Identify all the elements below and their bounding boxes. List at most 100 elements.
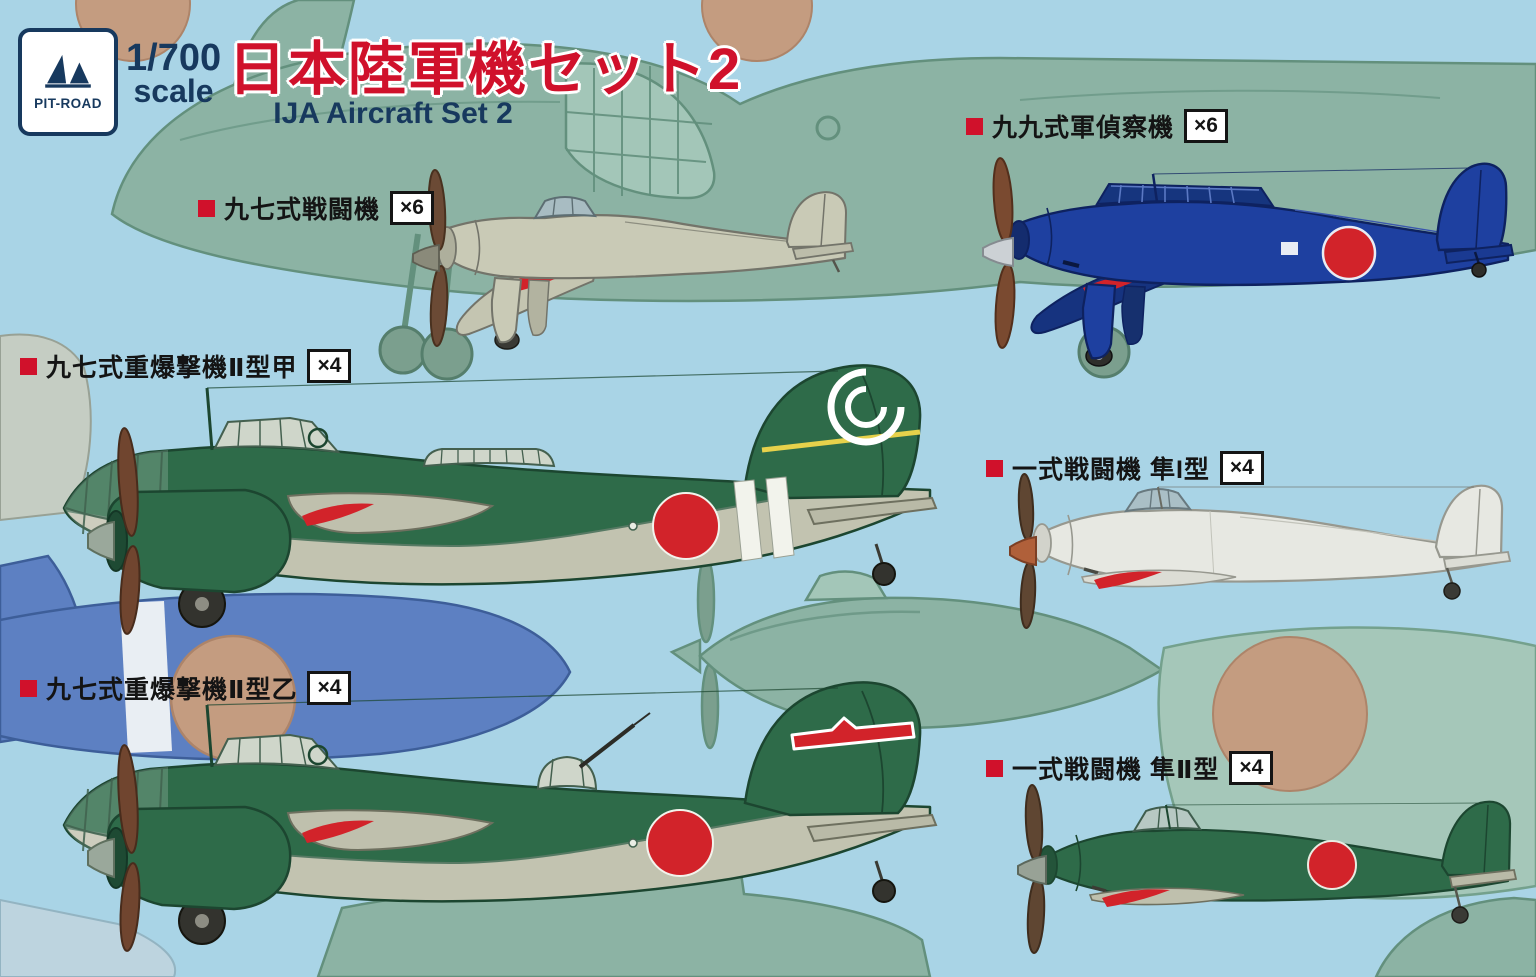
count-badge: ×4: [307, 670, 352, 706]
landing-gear-near: [490, 276, 523, 350]
fuselage: [1032, 508, 1502, 583]
ki21-type97-bomber-ko-art: [62, 364, 938, 635]
fuselage-hinomaru: [646, 809, 714, 877]
tail-fin: [1435, 162, 1508, 252]
label-type99-recon: 九九式軍偵察機 ×6: [966, 108, 1228, 144]
tailplane: [806, 496, 938, 526]
fuselage-window: [628, 521, 638, 531]
propeller: [412, 169, 449, 347]
wing-hinomaru: [1094, 571, 1162, 589]
bg-antenna-ring: [815, 115, 841, 141]
bg-roundel-tan: [701, 0, 813, 62]
radio-antenna: [1151, 167, 1470, 203]
tail-wheel: [1451, 886, 1469, 924]
red-square-bullet: [986, 459, 1003, 477]
tailplane: [806, 813, 938, 843]
count-badge: ×4: [1219, 450, 1264, 486]
tail-wheel: [1471, 251, 1487, 278]
cockpit-canopy: [213, 733, 341, 771]
wing-hinomaru: [302, 503, 374, 526]
fuselage: [437, 214, 847, 280]
aircraft-name: 九七式重爆撃機Ⅱ型甲: [46, 354, 298, 382]
tailplane: [1443, 243, 1515, 265]
propeller: [1009, 473, 1037, 629]
main-landing-gear: [178, 580, 226, 628]
label-type97-bomber-otsu: 九七式重爆撃機Ⅱ型乙 ×4: [20, 670, 352, 706]
spinner: [87, 520, 115, 562]
pit-road-logo-text: PIT-ROAD: [34, 96, 102, 111]
label-type97-fighter: 九七式戦闘機 ×6: [198, 190, 434, 226]
exhaust: [1091, 885, 1107, 893]
tail-skid: [831, 259, 841, 273]
red-square-bullet: [966, 117, 983, 135]
tail-yellow-stripe: [761, 429, 921, 453]
wing-underside: [1080, 569, 1237, 589]
cockpit-canopy: [1132, 806, 1202, 833]
pit-road-logo: PIT-ROAD: [18, 28, 118, 136]
scale-fraction: 1/700: [126, 37, 222, 79]
tail-fin: [743, 364, 922, 500]
propeller: [87, 744, 141, 952]
cockpit-canopy: [533, 196, 598, 220]
bg-blue-white-band: [120, 601, 172, 753]
tailplane: [1442, 551, 1512, 570]
spinner: [412, 243, 440, 273]
label-type97-bomber-ko: 九七式重爆撃機Ⅱ型甲 ×4: [20, 348, 352, 384]
tail-wheel: [872, 543, 896, 586]
red-square-bullet: [198, 199, 215, 217]
tail-spiral-emblem: [827, 368, 905, 446]
fuselage-hinomaru: [1307, 840, 1357, 890]
aircraft-name: 一式戦闘機 隼I型: [1012, 456, 1210, 484]
pit-road-logo-mark: [45, 54, 91, 88]
wing-underside: [1088, 887, 1245, 907]
tail-red-band: [790, 716, 916, 751]
ki43-2-hayabusa-art: [1017, 784, 1518, 954]
dorsal-greenhouse: [422, 448, 556, 468]
aircraft-name: 九九式軍偵察機: [992, 114, 1175, 142]
fuselage-marking: [1281, 242, 1298, 255]
cowl-ring: [1067, 514, 1074, 576]
exhaust: [1062, 260, 1080, 268]
wing-hinomaru: [302, 820, 374, 843]
red-square-bullet: [20, 357, 37, 375]
tail-wheel: [872, 860, 896, 903]
spinner: [87, 837, 115, 879]
tail-fin: [1434, 484, 1504, 559]
fuselage-white-bands: [733, 476, 795, 562]
landing-gear-far-spat: [1121, 285, 1146, 346]
df-loop-antenna: [307, 744, 329, 766]
wheel-spat: [490, 276, 523, 344]
tailplane: [791, 242, 855, 260]
count-badge: ×6: [390, 190, 434, 226]
df-loop-antenna: [307, 427, 329, 449]
tail-fin: [1440, 800, 1512, 877]
cowl-ring: [474, 219, 481, 276]
fuselage: [1038, 828, 1510, 902]
fuselage-hinomaru: [652, 492, 720, 560]
product-title-japanese: 日本陸軍機セット2: [228, 37, 743, 102]
radio-antenna: [1157, 486, 1474, 510]
tail-fin: [785, 191, 848, 249]
count-badge: ×4: [1229, 750, 1274, 786]
count-badge: ×4: [307, 348, 352, 384]
wing-hinomaru: [1102, 889, 1170, 907]
tailplane: [1448, 869, 1518, 888]
wing: [286, 492, 495, 535]
label-hayabusa-model2: 一式戦闘機 隼Ⅱ型 ×4: [986, 750, 1274, 786]
cowl-ring: [1075, 834, 1082, 892]
ki43-1-hayabusa-art: [1009, 473, 1512, 629]
aircraft-name: 一式戦闘機 隼Ⅱ型: [1012, 756, 1220, 784]
canopy-greenhouse: [1095, 182, 1276, 208]
landing-gear-near: [1081, 282, 1117, 367]
fuselage-hinomaru: [1321, 225, 1377, 281]
aircraft-name: 九七式戦闘機: [224, 196, 381, 224]
ki27-type97-fighter-art: [412, 169, 855, 350]
fuselage-window: [628, 838, 638, 848]
machine-gun: [578, 723, 636, 769]
ki21-type97-bomber-otsu-art: [62, 681, 938, 952]
spinner: [1017, 854, 1047, 886]
count-badge: ×6: [1184, 108, 1228, 144]
red-square-bullet: [986, 759, 1003, 777]
product-subtitle-english: IJA Aircraft Set 2: [273, 97, 513, 130]
aircraft-name: 九七式重爆撃機Ⅱ型乙: [46, 676, 298, 704]
